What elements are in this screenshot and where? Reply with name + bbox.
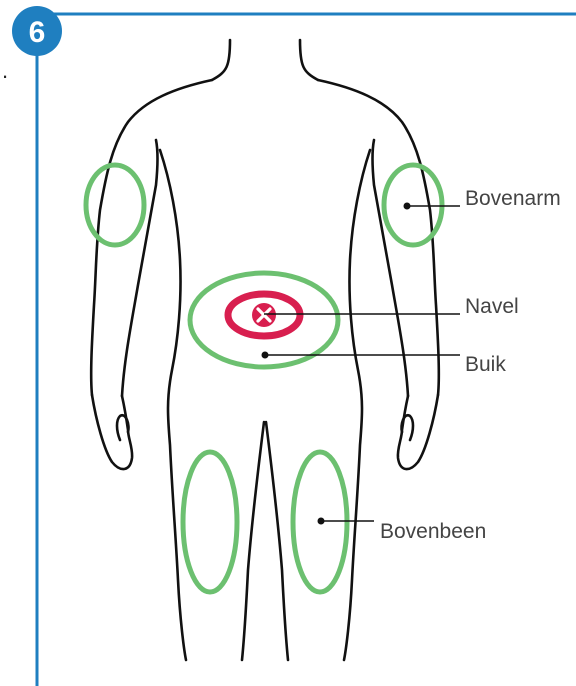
navel-avoid-zone [228, 294, 300, 336]
thigh-left-site [183, 452, 237, 592]
upper-arm-right-site [384, 165, 442, 245]
label-abdomen: Buik [465, 353, 506, 376]
torso-right-outer-leg [344, 150, 370, 660]
label-upper-arm: Bovenarm [465, 187, 561, 210]
right-shoulder-arm-outer [318, 80, 439, 395]
upper-arm-left-site [86, 165, 144, 245]
label-navel: Navel [465, 295, 519, 318]
left-inner-leg [242, 422, 264, 660]
right-inner-leg [266, 422, 288, 660]
labels: Bovenarm Navel Buik Bovenbeen [380, 187, 561, 543]
label-thigh: Bovenbeen [380, 520, 486, 543]
left-shoulder-arm-outer [91, 80, 212, 395]
step-number: 6 [29, 16, 46, 49]
neck-right [300, 40, 318, 80]
upper-arm-dot [404, 203, 411, 210]
torso-left-outer-leg [160, 150, 186, 660]
abdomen-dot [262, 352, 269, 359]
right-hand [398, 395, 438, 469]
body-outline [91, 40, 439, 660]
step-badge: 6 [12, 6, 62, 56]
stray-period: . [2, 58, 8, 83]
left-hand [92, 395, 132, 469]
thigh-dot [318, 518, 325, 525]
neck-left [212, 40, 230, 80]
left-arm-inner [122, 140, 158, 396]
